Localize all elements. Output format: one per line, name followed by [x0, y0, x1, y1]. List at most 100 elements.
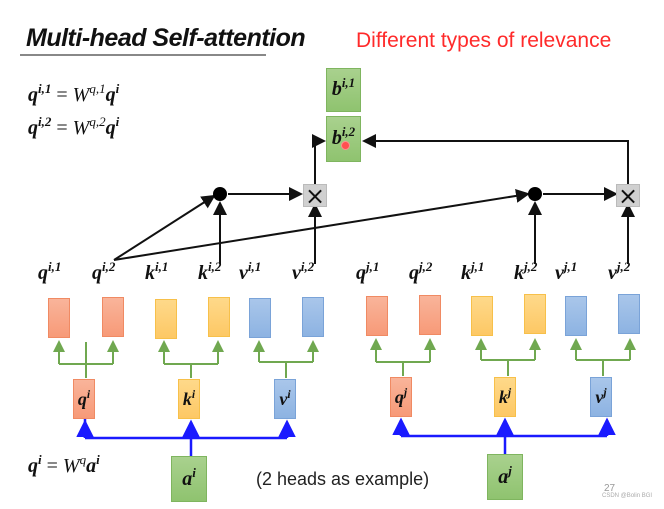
multiply-operator-2: ×	[616, 182, 640, 210]
projection-label: qj	[391, 387, 411, 408]
eq-sign: =	[41, 455, 63, 477]
head-sup: i,1	[155, 259, 169, 275]
input-base: a	[498, 466, 509, 488]
head-base: q	[356, 262, 366, 284]
head-vector-q	[419, 295, 441, 335]
projection-base: q	[394, 387, 404, 407]
head-vector-k	[208, 297, 230, 337]
head-label: qj,1	[356, 259, 380, 285]
head-vector-k	[471, 296, 493, 336]
head-vector-v	[302, 297, 324, 337]
eq-weight-sup: q,1	[89, 81, 106, 97]
output-base: b	[331, 127, 342, 149]
projection-q: qi	[73, 379, 95, 419]
projection-v: vj	[590, 377, 612, 417]
eq-lhs-sup: i,1	[38, 81, 52, 97]
eq-rhs-sup: i	[115, 81, 120, 97]
head-sup: i,2	[208, 259, 222, 275]
head-vector-q	[366, 296, 388, 336]
head-sup: i,2	[102, 259, 116, 275]
head-label: vj,1	[555, 259, 578, 285]
projection-base: k	[498, 387, 508, 407]
eq-rhs: q	[105, 117, 116, 139]
cursor-indicator-icon	[341, 141, 350, 150]
head-label: kj,1	[461, 259, 485, 285]
title-underline	[20, 54, 266, 56]
projection-sup: i	[191, 387, 196, 401]
eq-rhs-sup: i	[96, 452, 100, 468]
dot-product-node-1	[213, 187, 227, 201]
output-b-i2: bi,2	[326, 116, 361, 162]
projection-label: vi	[275, 389, 295, 410]
head-base: v	[608, 262, 617, 284]
head-base: v	[292, 262, 301, 284]
output-b-i1: bi,1	[326, 68, 361, 112]
eq-lhs: q	[28, 455, 38, 477]
projection-v: vi	[274, 379, 296, 419]
head-sup: j,1	[471, 259, 485, 275]
head-vector-q	[48, 298, 70, 338]
head-label: vi,1	[239, 259, 262, 285]
head-vector-v	[618, 294, 640, 334]
head-base: q	[92, 262, 102, 284]
head-sup: j,2	[524, 259, 538, 275]
arrow-mul-2-to-b-i2	[362, 134, 629, 184]
equation-q-i2: qi,2 = Wq,2qi	[28, 114, 120, 140]
head-base: k	[145, 262, 155, 284]
head-sup: j,2	[616, 259, 631, 275]
input-sup: i	[192, 465, 196, 481]
eq-weight: W	[72, 84, 90, 106]
head-label: vi,2	[292, 259, 315, 285]
page-number: 27	[604, 483, 616, 494]
eq-rhs-sup: i	[115, 114, 120, 130]
equation-q-i1: qi,1 = Wq,1qi	[28, 81, 120, 107]
head-label: qi,2	[92, 259, 116, 285]
head-vector-v	[565, 296, 587, 336]
projection-label: ki	[179, 389, 199, 410]
head-vector-q	[102, 297, 124, 337]
head-sup: i,1	[48, 259, 62, 275]
multiply-operator-1: ×	[303, 182, 327, 210]
projection-q: qj	[390, 377, 412, 417]
eq-weight: W	[72, 117, 90, 139]
head-sup: j,1	[563, 259, 578, 275]
eq-lhs-sup: i	[38, 452, 42, 468]
input-a-i: ai	[171, 456, 207, 502]
projection-sup: i	[287, 387, 291, 401]
multiply-icon: ×	[304, 182, 326, 210]
head-sup: i,1	[247, 259, 262, 275]
projection-sup: i	[86, 387, 91, 401]
head-sup: j,1	[366, 259, 380, 275]
head-label: ki,2	[198, 259, 222, 285]
blue-input-connectors	[76, 417, 616, 456]
head-base: k	[461, 262, 471, 284]
head-label: kj,2	[514, 259, 538, 285]
projection-k: ki	[178, 379, 200, 419]
projection-base: k	[182, 389, 192, 409]
head-sup: j,2	[419, 259, 433, 275]
head-sup: i,2	[300, 259, 315, 275]
eq-rhs: a	[86, 455, 97, 477]
head-label: qi,1	[38, 259, 62, 285]
projection-base: v	[279, 389, 288, 409]
head-vector-v	[249, 298, 271, 338]
eq-weight-sup: q	[79, 452, 87, 468]
head-vector-k	[155, 299, 177, 339]
eq-sign: =	[51, 117, 73, 139]
projection-label: kj	[495, 387, 515, 408]
head-label: ki,1	[145, 259, 169, 285]
input-base: a	[182, 468, 193, 490]
input-sup: j	[508, 463, 512, 479]
projection-base: v	[595, 387, 604, 407]
output-sup: i,2	[341, 124, 356, 140]
projection-label: qi	[74, 389, 94, 410]
watermark: CSDN @Bolin BGI	[602, 493, 653, 499]
projection-sup: j	[603, 385, 607, 399]
projection-sup: j	[403, 385, 408, 399]
output-base: b	[331, 78, 342, 100]
equation-q-i: qi = Wqai	[28, 452, 100, 478]
eq-lhs: q	[28, 117, 38, 139]
head-base: k	[198, 262, 208, 284]
head-label: vj,2	[608, 259, 631, 285]
